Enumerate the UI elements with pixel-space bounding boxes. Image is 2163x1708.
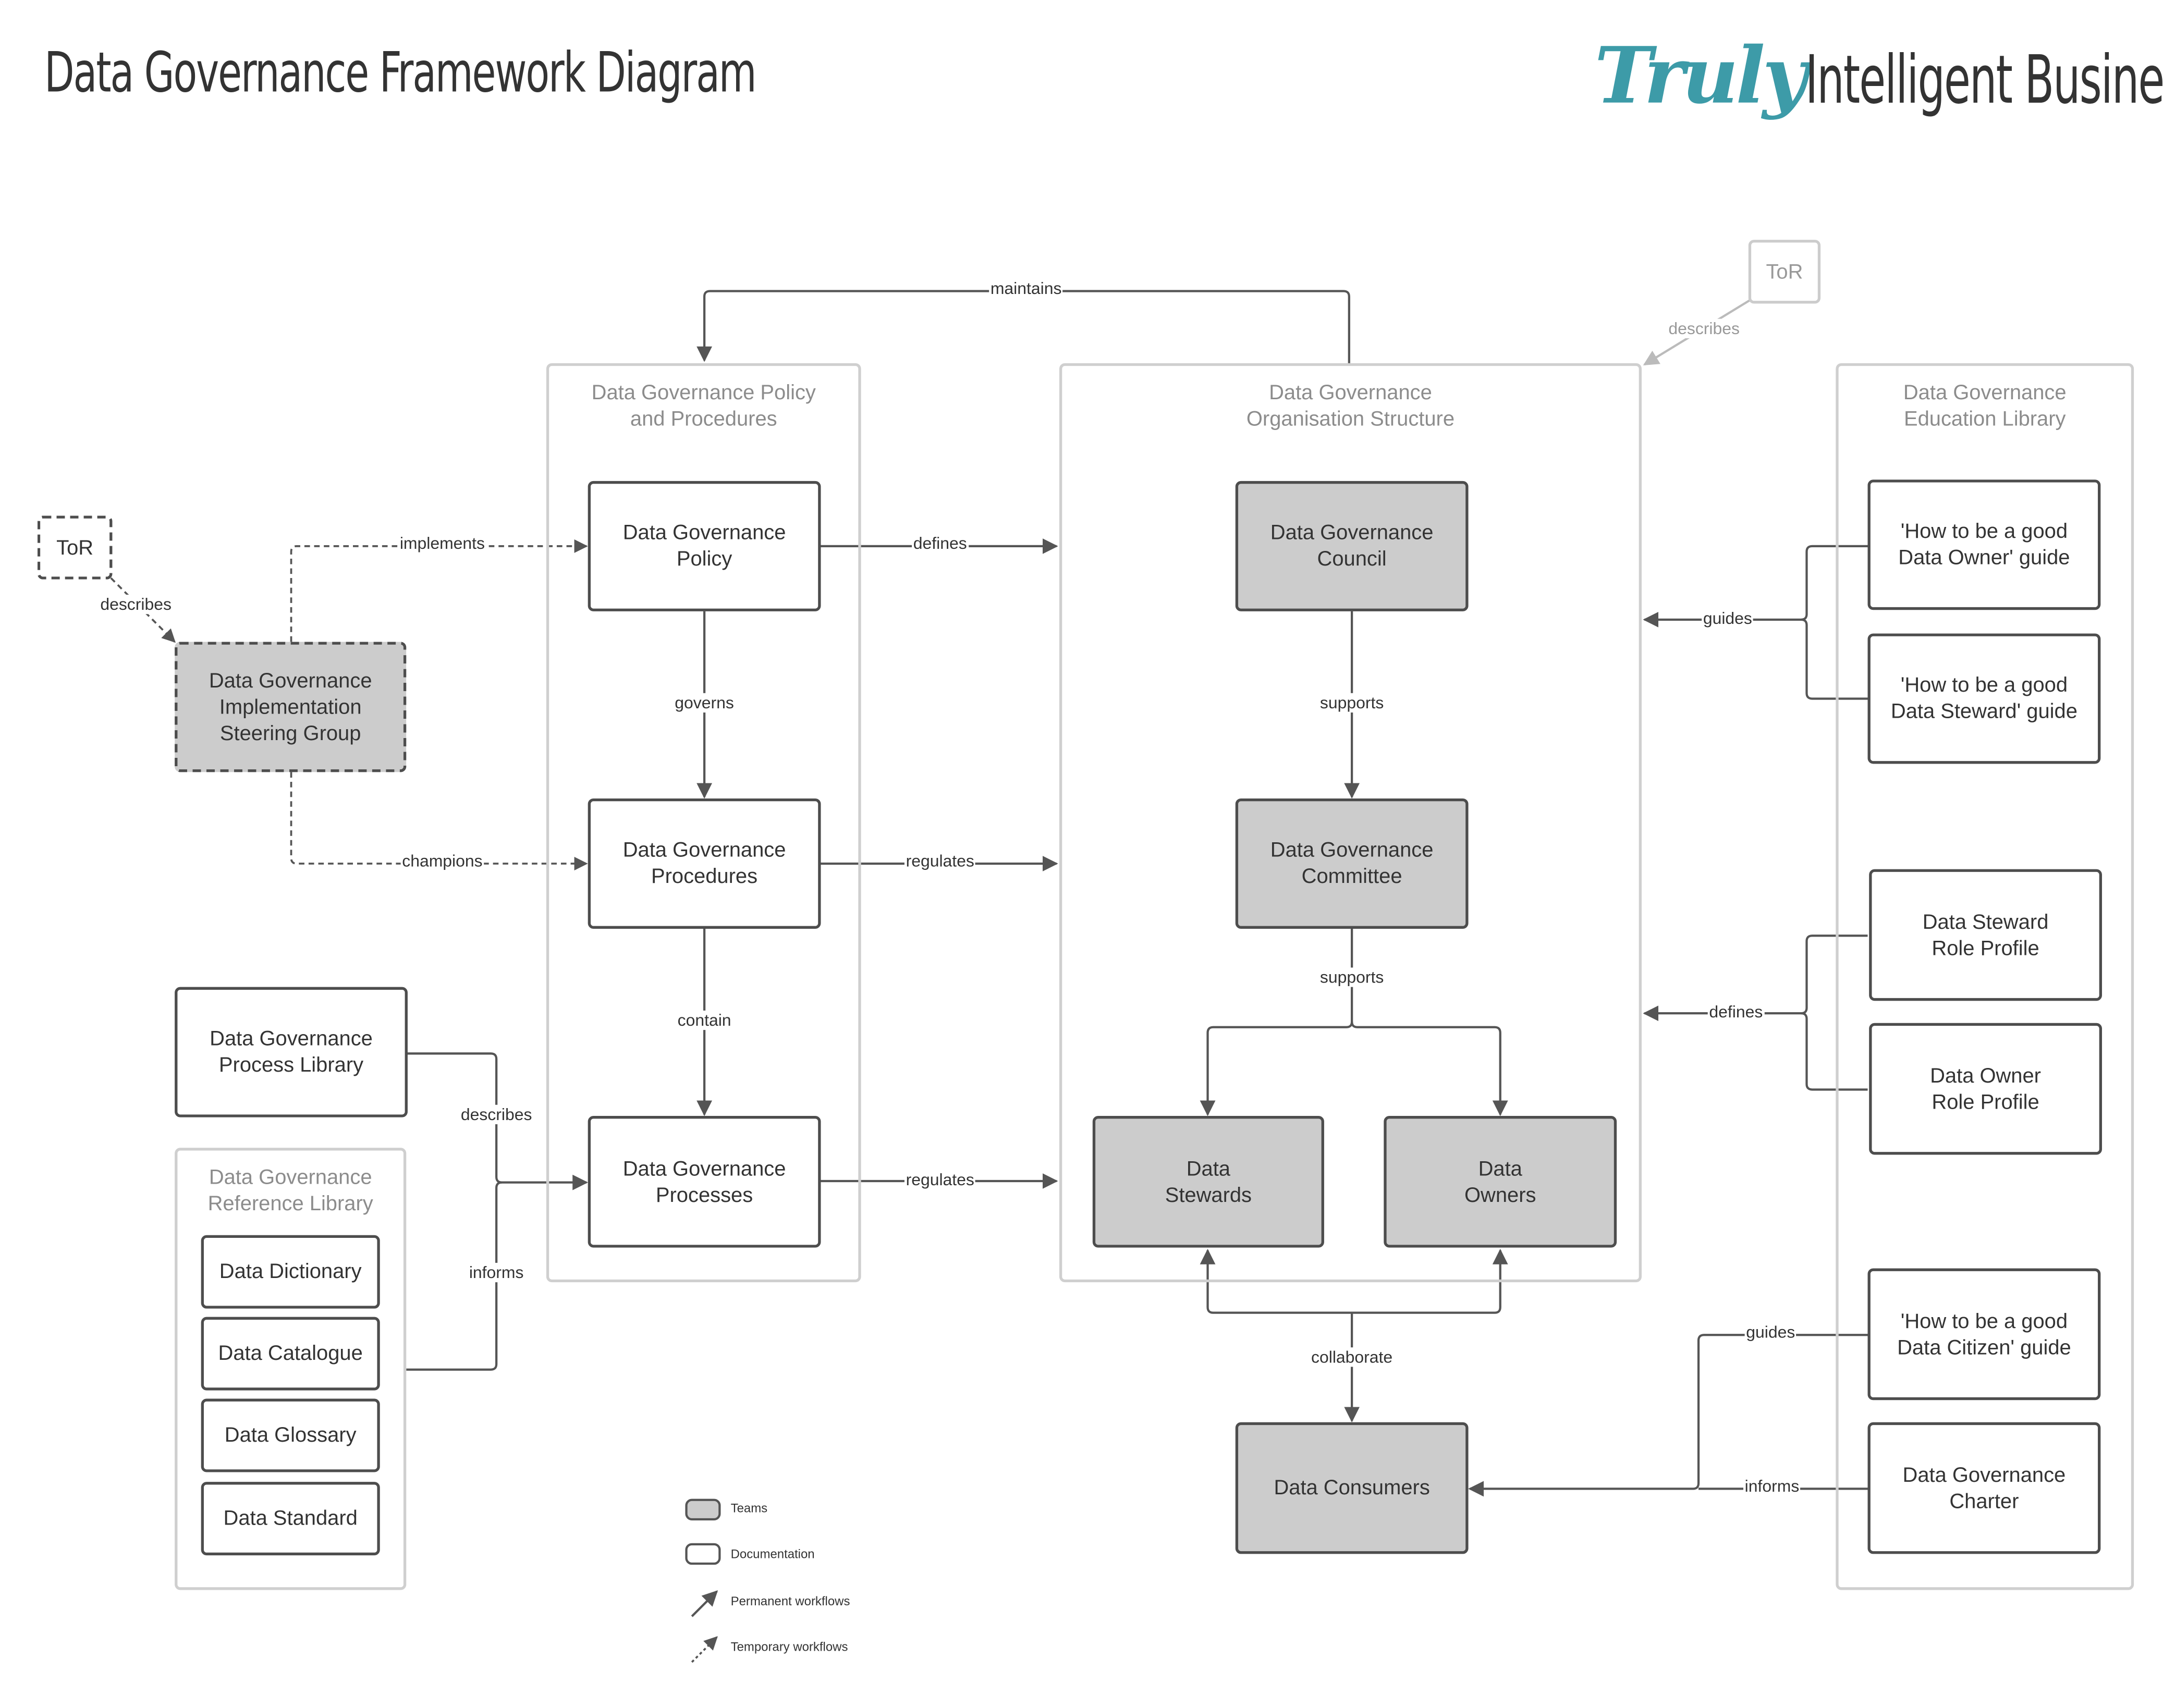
- edge-maintains: [696, 290, 1350, 363]
- edge-label-describes-mid: describes: [459, 1104, 534, 1124]
- brand-logo: TrulyIntelligent Business: [1595, 31, 2163, 122]
- edge-implements: [290, 539, 588, 642]
- edge-label-guides-1: guides: [1702, 608, 1754, 628]
- data-catalogue-node: Data Catalogue: [201, 1317, 380, 1391]
- logo-script-text: Truly: [1594, 30, 1808, 122]
- edge-defines-2b: [1801, 1012, 1868, 1091]
- edge-label-describes-right: describes: [1667, 318, 1741, 338]
- owners-node: Data Owners: [1384, 1115, 1617, 1248]
- edge-collaborate: [1200, 1248, 1508, 1314]
- policy-container: Data Governance Policy and Procedures: [546, 363, 861, 1283]
- processes-node: Data Governance Processes: [588, 1115, 821, 1248]
- edge-label-defines-2: defines: [1707, 1002, 1764, 1022]
- edge-label-implements: implements: [398, 533, 486, 554]
- legend-teams-label: Teams: [730, 1501, 768, 1515]
- edge-champions: [290, 772, 588, 870]
- logo-text: Intelligent Business: [1804, 41, 2163, 119]
- tor-right-box: ToR: [1748, 240, 1821, 304]
- edge-label-champions: champions: [400, 851, 484, 871]
- edge-guides-2: [1468, 1334, 1868, 1497]
- steward-profile-node: Data Steward Role Profile: [1869, 869, 2102, 1001]
- edge-guides-1b: [1801, 618, 1868, 700]
- legend-team-swatch: [685, 1498, 721, 1521]
- owner-guide-node: 'How to be a good Data Owner' guide: [1867, 480, 2101, 610]
- edge-label-contain: contain: [676, 1010, 733, 1030]
- legend-temporary-label: Temporary workflows: [730, 1640, 848, 1654]
- org-container: Data Governance Organisation Structure: [1059, 363, 1642, 1283]
- owner-profile-node: Data Owner Role Profile: [1869, 1023, 2102, 1155]
- edge-label-regulates-1: regulates: [904, 851, 976, 871]
- tor-left-box: ToR: [37, 515, 113, 580]
- edge-label-informs-left: informs: [468, 1262, 526, 1283]
- edge-label-guides-2: guides: [1744, 1322, 1797, 1342]
- legend-documentation-label: Documentation: [730, 1547, 815, 1561]
- org-container-title: Data Governance Organisation Structure: [1246, 381, 1455, 432]
- edge-label-describes-left: describes: [99, 594, 173, 615]
- legend-permanent-label: Permanent workflows: [730, 1594, 850, 1608]
- edge-label-supports-2: supports: [1318, 967, 1386, 987]
- legend-temporary-arrow: [691, 1636, 718, 1663]
- policy-node: Data Governance Policy: [588, 481, 821, 611]
- reference-container: Data Governance Reference Library: [175, 1148, 407, 1590]
- stewards-node: Data Stewards: [1092, 1115, 1324, 1248]
- charter-node: Data Governance Charter: [1867, 1422, 2101, 1554]
- citizen-guide-node: 'How to be a good Data Citizen' guide: [1867, 1268, 2101, 1400]
- policy-container-title: Data Governance Policy and Procedures: [591, 381, 816, 432]
- edge-supports-2b: [1351, 1022, 1508, 1116]
- edge-label-supports-1: supports: [1318, 693, 1386, 713]
- council-node: Data Governance Council: [1235, 481, 1469, 611]
- edge-label-informs-right: informs: [1743, 1476, 1801, 1496]
- legend-doc-swatch: [685, 1543, 721, 1565]
- edge-label-regulates-2: regulates: [904, 1170, 976, 1189]
- edge-informs-left: [406, 1181, 502, 1371]
- edge-label-governs: governs: [673, 693, 736, 713]
- data-dictionary-node: Data Dictionary: [201, 1235, 380, 1309]
- process-library-node: Data Governance Process Library: [175, 987, 408, 1117]
- edge-defines-2: [1643, 935, 1868, 1022]
- edge-describes-left: [110, 577, 176, 643]
- committee-node: Data Governance Committee: [1235, 798, 1469, 929]
- education-container: Data Governance Education Library: [1836, 363, 2134, 1590]
- consumers-node: Data Consumers: [1235, 1422, 1469, 1554]
- legend-permanent-arrow: [691, 1590, 718, 1617]
- procedures-node: Data Governance Procedures: [588, 798, 821, 929]
- reference-container-title: Data Governance Reference Library: [207, 1165, 373, 1216]
- edge-guides-1: [1643, 545, 1868, 628]
- edge-label-collaborate: collaborate: [1310, 1347, 1394, 1367]
- education-container-title: Data Governance Education Library: [1903, 381, 2067, 432]
- steering-group-node: Data Governance Implementation Steering …: [175, 642, 407, 772]
- diagram-title: Data Governance Framework Diagram: [44, 41, 756, 106]
- edge-label-defines: defines: [912, 533, 969, 554]
- steward-guide-node: 'How to be a good Data Steward' guide: [1867, 633, 2101, 764]
- data-glossary-node: Data Glossary: [201, 1398, 380, 1472]
- data-standard-node: Data Standard: [201, 1482, 380, 1556]
- edge-label-maintains: maintains: [989, 278, 1064, 298]
